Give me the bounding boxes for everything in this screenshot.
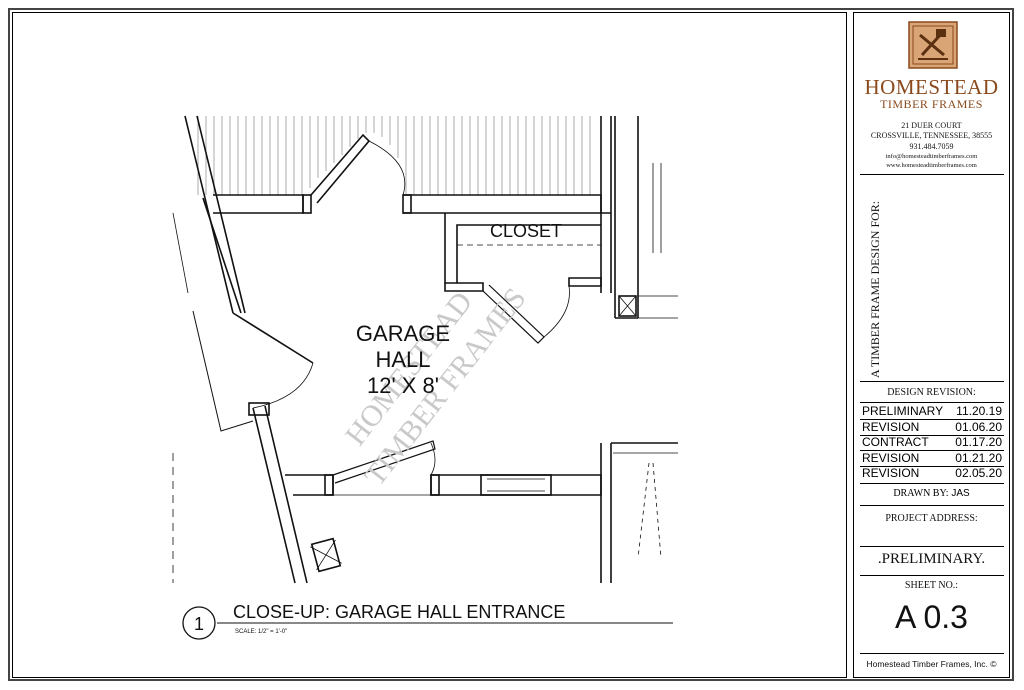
revision-label: REVISION — [862, 420, 920, 434]
divider — [860, 402, 1004, 403]
revision-date: 01.21.20 — [955, 451, 1002, 465]
title-block: HOMESTEAD TIMBER FRAMES 21 DUER COURT CR… — [853, 12, 1010, 678]
detail-number-circle — [182, 606, 216, 640]
revision-row: REVISION 02.05.20 — [862, 466, 1002, 481]
walls — [172, 115, 678, 584]
divider — [860, 546, 1004, 547]
divider — [860, 575, 1004, 576]
divider — [860, 419, 1004, 420]
brand-sub: TIMBER FRAMES — [880, 97, 983, 111]
divider — [860, 174, 1004, 175]
room-size: 12' X 8' — [367, 373, 439, 398]
email[interactable]: info@homesteadtimberframes.com — [885, 153, 978, 160]
revision-row: CONTRACT 01.17.20 — [862, 435, 1002, 450]
revision-row: REVISION 01.06.20 — [862, 420, 1002, 435]
design-revision-label: DESIGN REVISION: — [887, 387, 976, 398]
revision-row: REVISION 01.21.20 — [862, 451, 1002, 466]
deck-hatching — [197, 116, 591, 195]
design-for-label: A TIMBER FRAME DESIGN FOR: — [868, 200, 882, 378]
sheet-number: A 0.3 — [895, 599, 968, 635]
divider — [860, 505, 1004, 506]
revision-row: PRELIMINARY 11.20.19 — [862, 404, 1002, 419]
project-status: .PRELIMINARY. — [877, 551, 986, 567]
revision-date: 02.05.20 — [955, 466, 1002, 480]
sheet-no-label: SHEET NO.: — [904, 580, 959, 591]
divider — [860, 466, 1004, 467]
divider — [860, 653, 1004, 654]
company-logo — [908, 21, 958, 69]
project-address-label: PROJECT ADDRESS: — [885, 513, 978, 524]
website[interactable]: www.homesteadtimberframes.com — [886, 162, 977, 169]
detail-number: 1 — [194, 614, 204, 634]
drawn-by-value: JAS — [951, 488, 970, 499]
drawn-by: DRAWN BY: JAS — [854, 488, 1009, 499]
scale-text: SCALE: 1/2" = 1'-0" — [235, 629, 287, 635]
room-name-line2: HALL — [375, 347, 430, 372]
detail-title: CLOSE-UP: GARAGE HALL ENTRANCE — [233, 602, 565, 622]
floor-plan: HOMESTEAD TIMBER FRAMES GARAGE HALL 12' … — [172, 115, 678, 640]
drawing-area: HOMESTEAD TIMBER FRAMES GARAGE HALL 12' … — [12, 12, 847, 678]
revision-date: 01.17.20 — [955, 435, 1002, 449]
revision-date: 11.20.19 — [956, 404, 1002, 418]
revision-label: PRELIMINARY — [862, 404, 944, 418]
revision-date: 01.06.20 — [955, 420, 1002, 434]
sheet-border — [8, 8, 1014, 681]
divider — [860, 450, 1004, 451]
divider — [860, 483, 1004, 484]
address-line1: 21 DUER COURT — [901, 121, 962, 130]
room-name-line1: GARAGE — [356, 321, 450, 346]
revision-label: REVISION — [862, 451, 920, 465]
drawn-by-label: DRAWN BY: — [893, 488, 949, 499]
closet-label: CLOSET — [490, 221, 562, 241]
copyright: Homestead Timber Frames, Inc. © — [866, 659, 997, 669]
phone: 931.484.7059 — [909, 142, 954, 151]
divider — [860, 435, 1004, 436]
revision-label: REVISION — [862, 466, 920, 480]
divider — [860, 381, 1004, 382]
brand-name: HOMESTEAD — [864, 75, 999, 99]
address-line2: CROSSVILLE, TENNESSEE, 38555 — [870, 131, 993, 140]
revision-label: CONTRACT — [862, 435, 929, 449]
